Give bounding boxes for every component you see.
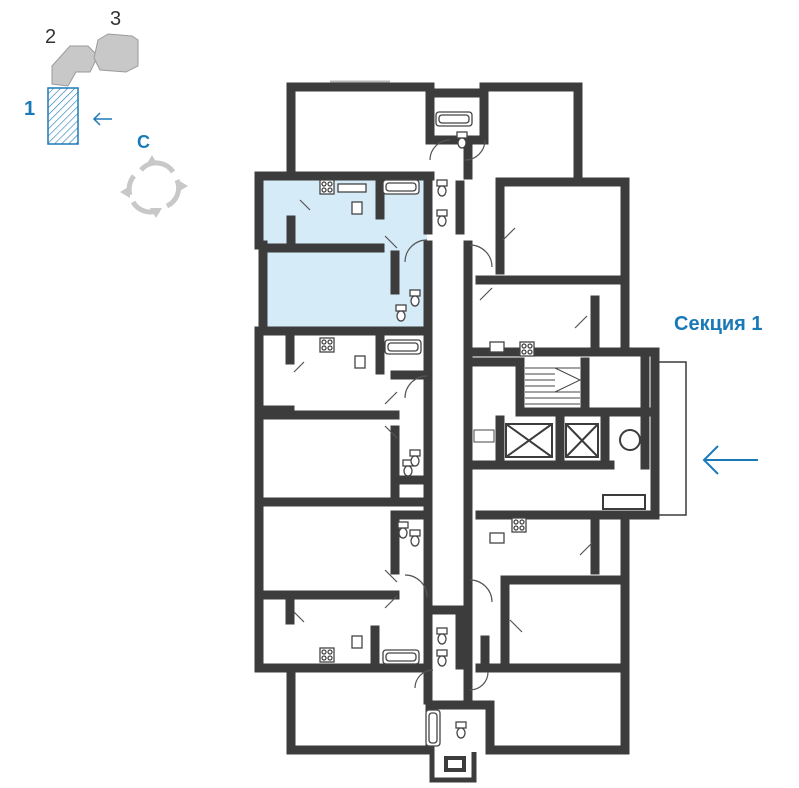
toilet-icon (456, 131, 468, 149)
toilet-icon (409, 289, 421, 307)
compass-icon (126, 160, 182, 215)
stove-icon (319, 179, 335, 195)
toilet-icon (395, 304, 407, 322)
building-label-3: 3 (110, 8, 122, 30)
stove-icon (319, 337, 335, 353)
sink-icon (337, 183, 367, 193)
toilet-icon (397, 521, 409, 539)
toilet-icon (436, 179, 448, 197)
bathtub-icon (384, 339, 422, 355)
toilet-icon (436, 649, 448, 667)
stove-icon (519, 341, 535, 357)
bathtub-icon (435, 111, 473, 127)
stove-icon (511, 517, 527, 533)
keyplan-arrow-icon (92, 112, 112, 126)
sink-icon (489, 341, 505, 353)
keyplan-building-2[interactable] (51, 45, 99, 87)
toilet-icon (436, 627, 448, 645)
keyplan (47, 33, 188, 218)
compass-letter: С (137, 132, 150, 152)
fixtures (319, 111, 641, 747)
sink-icon (489, 532, 505, 544)
building-label-1[interactable]: 1 (24, 98, 36, 120)
section-label: Секция 1 (674, 313, 763, 335)
keyplan-building-3[interactable] (93, 33, 139, 73)
toilet-icon (409, 449, 421, 467)
elevator-icon (505, 423, 599, 458)
bathtub-icon (425, 709, 441, 747)
stove-icon (319, 647, 335, 663)
toilet-icon (436, 209, 448, 227)
interior-walls (254, 135, 660, 705)
stairs-icon (525, 367, 582, 405)
building-label-2: 2 (45, 26, 57, 48)
bathtub-icon (382, 179, 420, 195)
doors (293, 139, 593, 691)
entrance-vestibule (655, 361, 687, 516)
entrance-arrow-icon[interactable] (702, 445, 758, 475)
keyplan-building-1[interactable] (47, 87, 79, 145)
bathtub-icon (382, 649, 420, 665)
toilet-icon (455, 721, 467, 739)
toilet-icon (409, 529, 421, 547)
